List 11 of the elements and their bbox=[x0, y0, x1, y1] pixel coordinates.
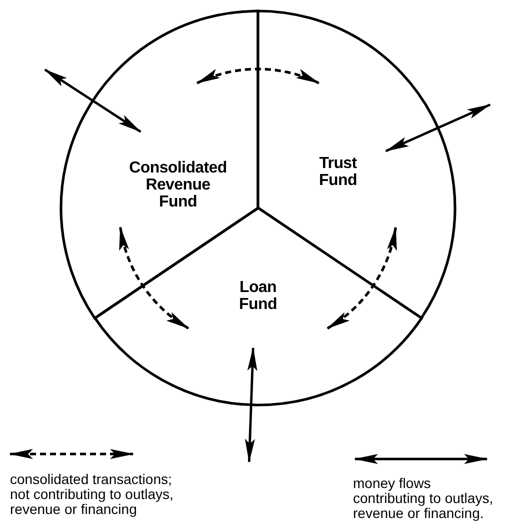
dashed-double-arrow bbox=[196, 68, 320, 84]
double-arrow bbox=[244, 346, 258, 463]
double-arrow bbox=[44, 68, 142, 133]
fund-label: Loan Fund bbox=[238, 279, 278, 313]
fund-label: Consolidated Revenue Fund bbox=[128, 160, 228, 210]
legend-text: consolidated transactions; not contributing to outlays, revenue or financing bbox=[10, 472, 174, 517]
fund-label: Trust Fund bbox=[318, 155, 358, 189]
dashed-double-arrow bbox=[119, 226, 190, 330]
dashed-double-arrow bbox=[326, 226, 397, 330]
double-arrow bbox=[384, 104, 491, 152]
legend-text: money flows contributing to outlays, revenue or financing. bbox=[353, 476, 494, 521]
